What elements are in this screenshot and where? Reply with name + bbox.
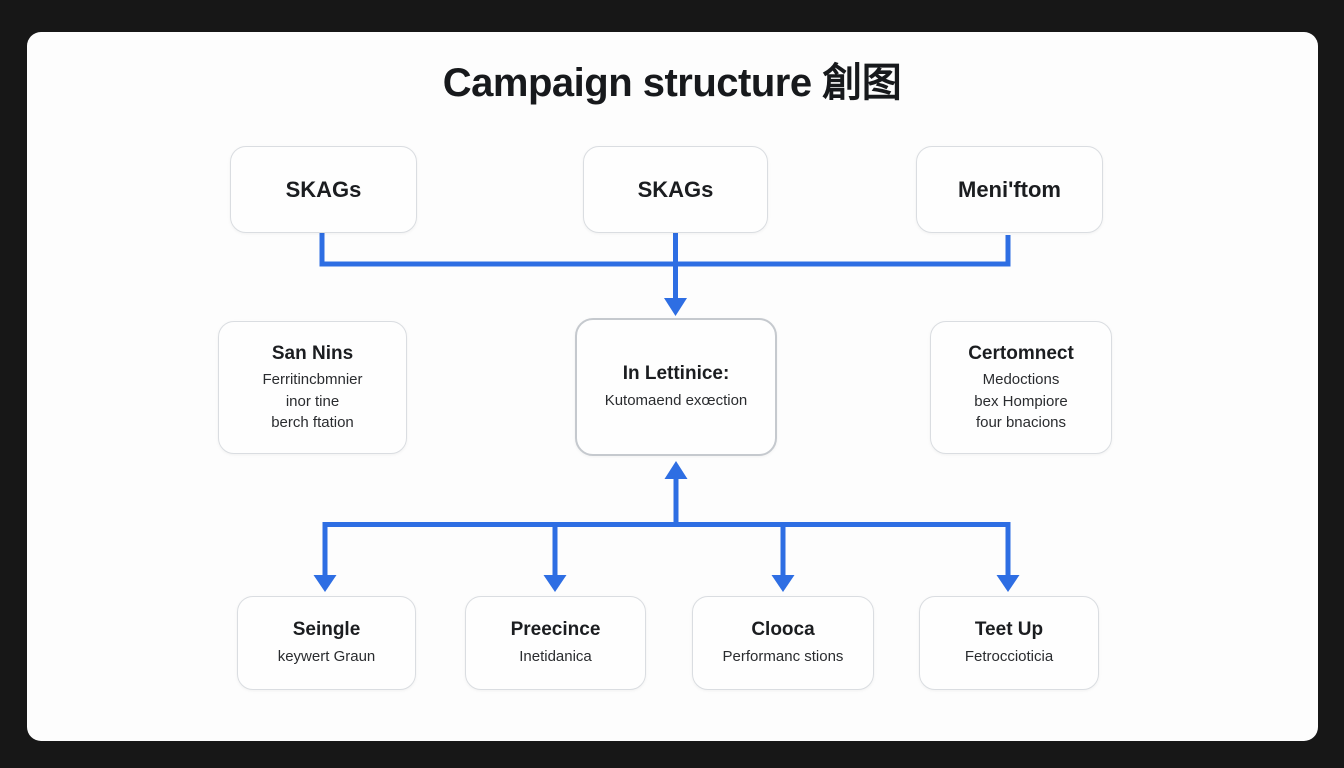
node-skags-2: SKAGs	[583, 146, 768, 233]
node-meniftom: Meni'ftom	[916, 146, 1103, 233]
node-title: SKAGs	[285, 176, 362, 202]
node-title: San Nins	[271, 342, 354, 364]
node-san-nins: San Nins Ferritincbmnier inor tine berch…	[218, 321, 407, 454]
node-body-line: Inetidanica	[519, 648, 592, 666]
node-body-line: Kutomaend exœction	[604, 392, 748, 410]
node-body: keywert Graun	[278, 646, 376, 667]
node-body-line: Fetroccioticia	[964, 648, 1054, 666]
node-preecince: Preecince Inetidanica	[465, 596, 646, 690]
node-body: Performanc stions	[723, 646, 844, 667]
node-title: Clooca	[751, 619, 815, 641]
node-body-line: keywert Graun	[277, 648, 376, 666]
node-skags-1: SKAGs	[230, 146, 417, 233]
node-title: SKAGs	[637, 176, 714, 202]
node-title: Seingle	[292, 619, 361, 641]
node-title: In Lettinice:	[622, 363, 730, 385]
node-title: Preecince	[510, 619, 601, 641]
node-certomnect: Certomnect Medoctions bex Hompiore four …	[930, 321, 1112, 454]
node-clooca: Clooca Performanc stions	[692, 596, 874, 690]
node-title: Certomnect	[968, 342, 1074, 364]
node-body: Inetidanica	[519, 646, 592, 667]
node-body: Ferritincbmnier inor tine berch ftation	[262, 369, 362, 433]
node-title: Meni'ftom	[958, 176, 1061, 202]
node-body-line: Performanc stions	[722, 648, 844, 666]
node-body-line: inor tine	[285, 392, 340, 410]
node-body-line: four bnacions	[975, 414, 1067, 432]
node-teet-up: Teet Up Fetroccioticia	[919, 596, 1099, 690]
node-body-line: berch ftation	[271, 414, 354, 432]
node-body-line: Ferritincbmnier	[262, 371, 363, 389]
page-title: Campaign structure 創图	[442, 61, 902, 105]
node-body: Fetroccioticia	[965, 646, 1053, 667]
node-body-line: bex Hompiore	[974, 392, 1068, 410]
node-lettinice: In Lettinice: Kutomaend exœction	[575, 318, 777, 456]
node-body-line: Medoctions	[982, 371, 1060, 389]
node-body: Kutomaend exœction	[605, 390, 748, 411]
node-body: Medoctions bex Hompiore four bnacions	[974, 369, 1067, 433]
node-seingle: Seingle keywert Graun	[237, 596, 416, 690]
node-title: Teet Up	[974, 619, 1044, 641]
